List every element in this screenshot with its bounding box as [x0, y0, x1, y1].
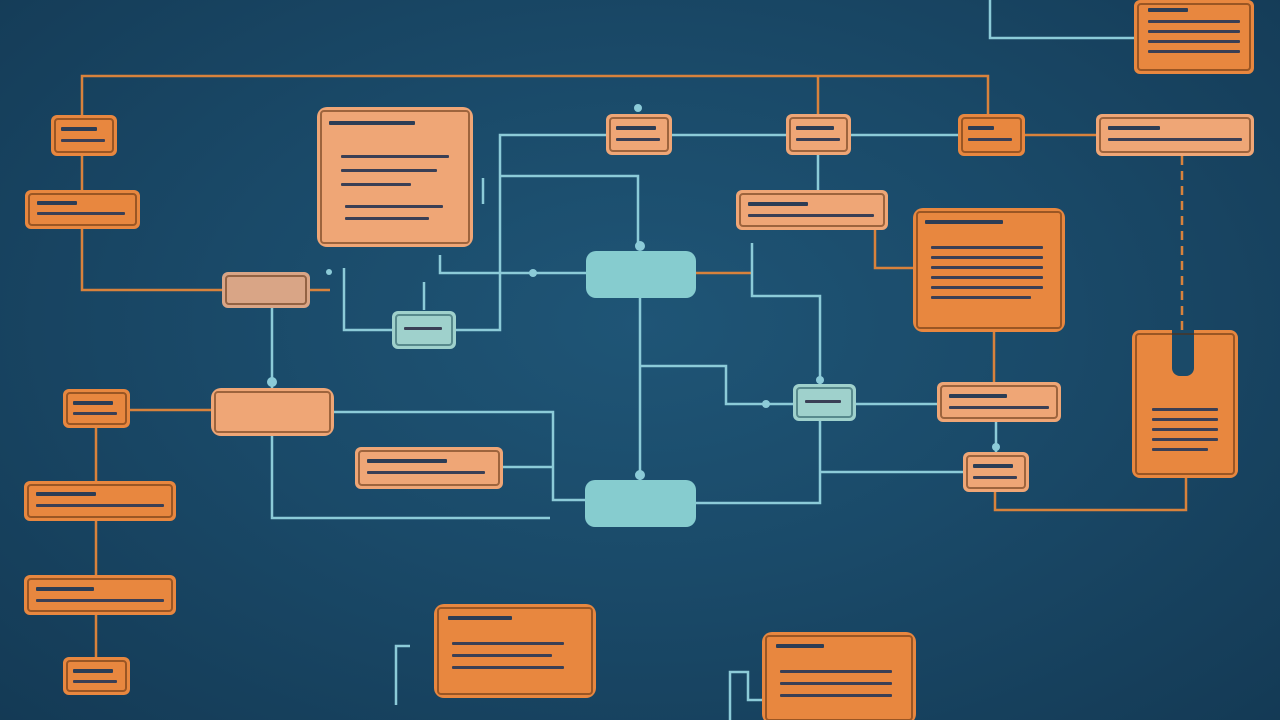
document-node-large — [913, 208, 1065, 332]
node-peach-bar — [355, 447, 503, 489]
connector-bottom-b — [728, 670, 762, 720]
document-node-peach — [317, 107, 473, 247]
junction-dot — [267, 377, 277, 387]
connector-right-b — [696, 420, 822, 505]
node-left-small-b — [63, 389, 130, 428]
junction-dot — [992, 443, 1000, 451]
node-right-mid-small — [963, 452, 1029, 492]
connector-bottom-a — [394, 644, 410, 705]
node-top-row-c — [958, 114, 1025, 156]
connector-top-bus — [80, 74, 990, 118]
connector-spine-branch — [640, 364, 793, 406]
document-node-top-right — [1134, 0, 1254, 74]
node-mid-wide — [736, 190, 888, 230]
connector-loop — [342, 268, 392, 332]
connector-hub-left — [438, 255, 586, 275]
node-top-row-b — [786, 114, 851, 155]
connector-hub-top — [456, 133, 672, 332]
node-top-row-a — [606, 114, 672, 155]
hub-node-lower — [585, 480, 696, 527]
connector-bottom-right — [993, 478, 1188, 512]
connector-left-b — [80, 228, 224, 292]
connector-hub-branch — [500, 174, 640, 250]
connector-right-loop — [750, 243, 822, 384]
junction-dot — [762, 400, 770, 408]
node-right-mid-wide — [937, 382, 1061, 422]
junction-dot — [816, 376, 824, 384]
junction-dot — [326, 269, 332, 275]
hub-node-upper — [586, 251, 696, 298]
node-left-wide-b — [24, 481, 176, 521]
node-top-row-wide — [1096, 114, 1254, 156]
junction-dot — [634, 104, 642, 112]
node-top-left-small — [51, 115, 117, 156]
node-peach-pill — [211, 388, 334, 436]
connector-lower-left — [270, 436, 550, 520]
junction-dot — [635, 470, 645, 480]
document-node-bottom-a — [434, 604, 596, 698]
node-left-small-c — [63, 657, 130, 695]
connector-top-right — [988, 0, 1134, 40]
junction-dot — [529, 269, 537, 277]
node-beige-left — [222, 272, 310, 308]
small-node-teal-b — [793, 384, 856, 421]
junction-dot — [635, 241, 645, 251]
small-node-teal-a — [392, 311, 456, 349]
document-node-folder — [1132, 330, 1238, 478]
node-left-wide-c — [24, 575, 176, 615]
document-node-bottom-b — [762, 632, 916, 720]
connector-mid-a — [873, 228, 914, 270]
node-left-wide-a — [25, 190, 140, 229]
connector-lower-mid — [334, 410, 585, 502]
